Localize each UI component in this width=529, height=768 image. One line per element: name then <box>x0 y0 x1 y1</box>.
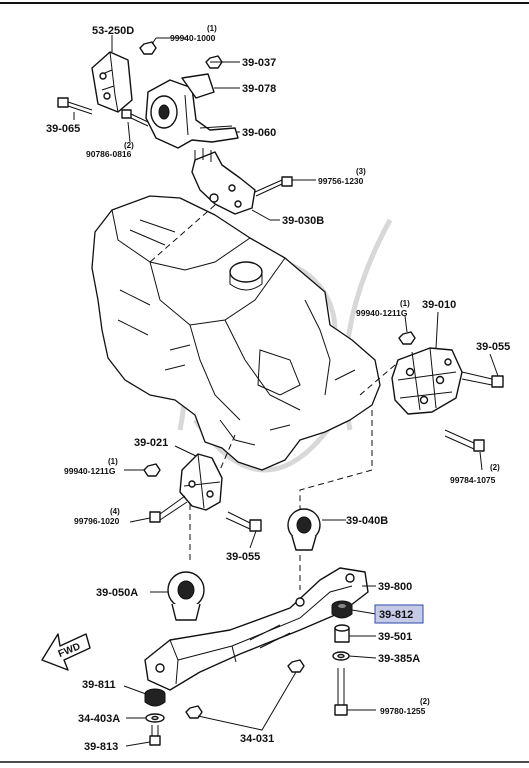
nuts-34-031 <box>185 659 305 731</box>
label-39-021: 39-021 <box>134 437 168 449</box>
bolt-39-065 <box>57 97 93 115</box>
label-39-812: 39-812 <box>379 609 413 621</box>
bracket-53-250d <box>91 51 133 113</box>
nut-39-037 <box>205 55 223 69</box>
label-39-040b: 39-040B <box>346 515 388 527</box>
label-99940-1211g-top: 99940-1211G <box>356 308 408 318</box>
nut-99940-1211g-top <box>398 331 416 345</box>
engine-transmission-block <box>91 195 381 471</box>
label-99784-1075: 99784-1075 <box>450 475 496 485</box>
label-99756-1230-qty: (3) <box>356 167 366 176</box>
bolt-39-813 <box>149 725 161 746</box>
bracket-39-030b <box>191 148 256 215</box>
bushing-39-811 <box>144 688 166 707</box>
label-99940-1000-qty: (1) <box>207 24 217 33</box>
label-39-050a: 39-050A <box>96 587 138 599</box>
leader-lines <box>73 35 499 747</box>
label-90786-0816-qty: (2) <box>124 141 134 150</box>
label-39-813: 39-813 <box>84 741 118 753</box>
bracket-39-021 <box>179 453 223 511</box>
label-39-055-lower: 39-055 <box>226 551 260 563</box>
bolt-90786-0816 <box>121 109 149 127</box>
bushing-39-812 <box>331 600 353 619</box>
bolt-39-055-lower <box>225 511 262 532</box>
label-39-037: 39-037 <box>242 57 276 69</box>
label-39-800: 39-800 <box>378 581 412 593</box>
bolt-99796-1020 <box>149 495 188 523</box>
bracket-39-010 <box>391 347 463 415</box>
label-39-501: 39-501 <box>378 631 412 643</box>
label-53-250d: 53-250D <box>92 25 134 37</box>
label-39-065: 39-065 <box>46 123 80 135</box>
nut-99940-1000 <box>139 41 157 55</box>
label-34-403a: 34-403A <box>78 713 120 725</box>
fwd-arrow-icon: FWD <box>41 633 91 671</box>
label-99756-1230: 99756-1230 <box>318 176 364 186</box>
washer-39-385a <box>332 651 350 661</box>
plate-39-078 <box>181 73 215 99</box>
label-90786-0816: 90786-0816 <box>86 149 132 159</box>
bolt-99784-1075 <box>444 429 485 452</box>
washer-34-403a <box>145 713 165 723</box>
part-labels: 53-250D (1) 99940-1000 39-037 39-078 39-… <box>46 24 510 753</box>
label-39-030b: 39-030B <box>282 215 324 227</box>
label-39-055-right: 39-055 <box>476 341 510 353</box>
highlight-box-39-812 <box>374 604 424 624</box>
label-39-010: 39-010 <box>422 299 456 311</box>
label-99940-1211g-left: 99940-1211G <box>64 466 116 476</box>
label-39-811: 39-811 <box>82 679 116 691</box>
nut-99940-1211g-left <box>143 463 161 477</box>
label-99940-1211g-top-qty: (1) <box>400 299 410 308</box>
label-99784-1075-qty: (2) <box>490 463 500 472</box>
label-99940-1000: 99940-1000 <box>170 33 216 43</box>
label-39-060: 39-060 <box>242 127 276 139</box>
label-39-078: 39-078 <box>242 83 276 95</box>
label-99940-1211g-left-qty: (1) <box>108 457 118 466</box>
spacer-39-501 <box>334 624 350 643</box>
label-39-385a: 39-385A <box>378 653 420 665</box>
crossmember-39-800 <box>144 567 369 691</box>
label-34-031: 34-031 <box>240 733 274 745</box>
label-99796-1020-qty: (4) <box>110 507 120 516</box>
label-99780-1255: 99780-1255 <box>380 706 426 716</box>
bolt-99756-1230 <box>254 176 293 197</box>
label-99780-1255-qty: (2) <box>420 697 430 706</box>
bolt-99780-1255 <box>334 668 348 716</box>
label-99796-1020: 99796-1020 <box>74 516 120 526</box>
mount-39-040b <box>287 508 321 551</box>
mount-39-050a <box>167 571 205 621</box>
